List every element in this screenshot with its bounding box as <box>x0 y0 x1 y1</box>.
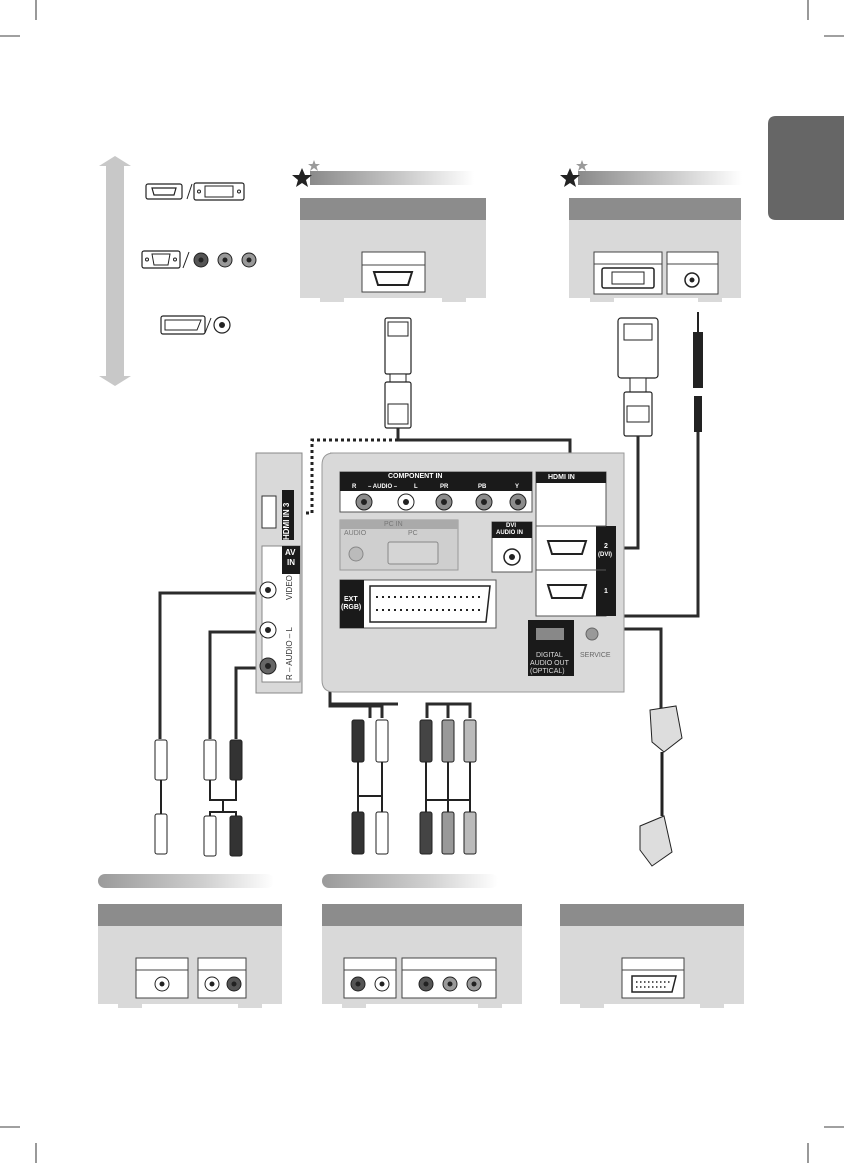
quality-arrow <box>99 156 131 386</box>
hdmi-in-label: HDMI IN <box>548 474 575 481</box>
optical-label: (OPTICAL) <box>530 668 565 675</box>
ext-label: EXT <box>344 596 358 603</box>
scart-device <box>560 904 744 1008</box>
hdmi-in-3-label: HDMI IN 3 <box>282 502 291 540</box>
hdmi-device <box>300 198 486 302</box>
pc-label: PC <box>408 530 418 537</box>
audio-r-label: R <box>352 484 357 490</box>
scart-cable <box>639 705 683 867</box>
tv-back-panel <box>321 452 625 693</box>
better-rating-bar <box>560 160 742 187</box>
component-device <box>322 904 522 1008</box>
audio-text-label: – AUDIO – <box>368 484 398 490</box>
hdmi-cable <box>384 317 412 429</box>
hdmi-dvi-legend-icon <box>145 182 245 201</box>
good-rating-bar-2 <box>322 874 498 888</box>
audio-out-label: AUDIO OUT <box>530 660 569 667</box>
pc-component-legend-icon <box>141 250 257 269</box>
hdmi-port-1-label: 1 <box>604 588 608 595</box>
dvi-cable <box>617 317 659 437</box>
side-panel <box>255 452 303 694</box>
scart-av-legend-icon <box>160 315 231 335</box>
av-label: AV <box>285 548 296 557</box>
dvi-label: DVI <box>506 523 517 529</box>
y-label: Y <box>515 484 520 490</box>
best-rating-bar <box>292 160 474 187</box>
hdmi-port-2-sub-label: (DVI) <box>598 552 612 558</box>
audio-in-label: AUDIO IN <box>496 530 523 536</box>
page-tab <box>768 116 844 220</box>
side-audio-label: R – AUDIO – L <box>285 627 294 680</box>
av-rca-cables <box>154 739 243 857</box>
video-label: VIDEO <box>285 575 294 600</box>
hdmi-port-2-label: 2 <box>604 543 608 550</box>
audio-mini-jack-cable <box>693 312 703 432</box>
pc-in-label: PC IN <box>384 521 403 528</box>
digital-label: DIGITAL <box>536 652 563 659</box>
component-in-label: COMPONENT IN <box>388 473 443 480</box>
service-label: SERVICE <box>580 652 611 659</box>
component-rca-cables <box>351 719 477 855</box>
hdmi3-dotted-cable <box>306 438 398 515</box>
good-rating-bar-1 <box>98 874 274 888</box>
av-device <box>98 904 282 1008</box>
rgb-label: (RGB) <box>341 604 362 611</box>
pb-label: PB <box>478 484 487 490</box>
dvi-device <box>569 198 741 302</box>
audio-l-label: L <box>414 484 418 490</box>
pr-label: PR <box>440 484 449 490</box>
in-label: IN <box>287 558 295 567</box>
pc-audio-label: AUDIO <box>344 530 367 537</box>
